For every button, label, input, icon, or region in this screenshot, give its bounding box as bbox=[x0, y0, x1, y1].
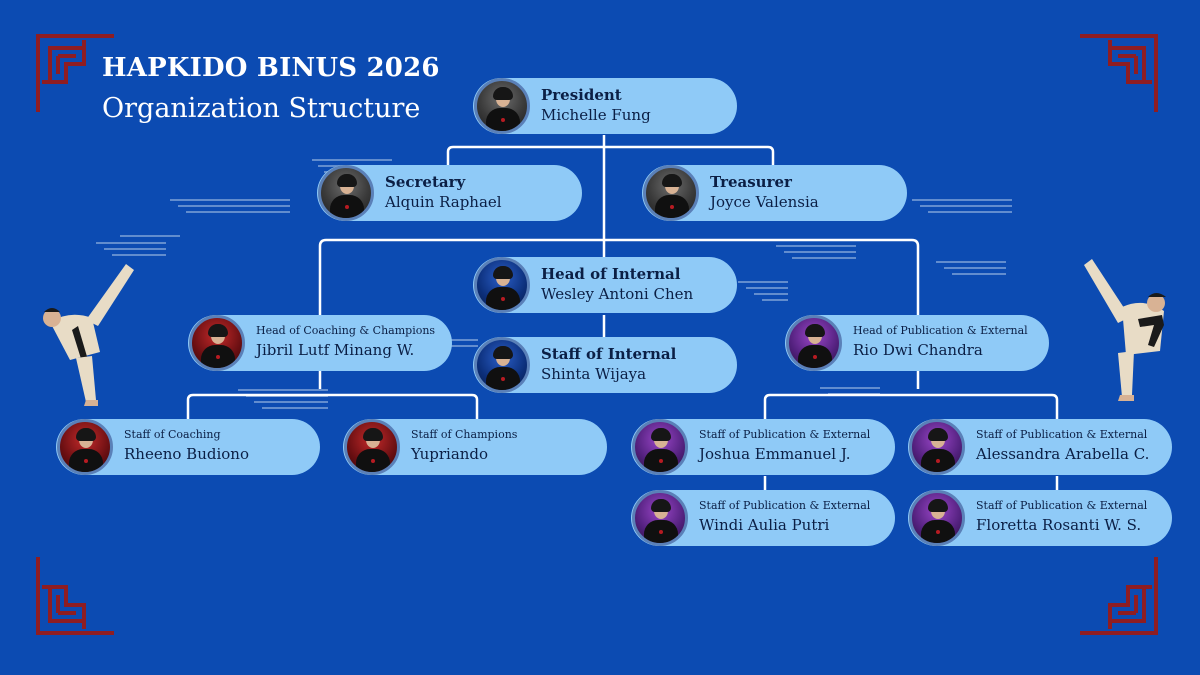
connector-lines bbox=[186, 135, 1059, 490]
member-name: Windi Aulia Putri bbox=[699, 516, 830, 534]
member-role: Staff of Champions bbox=[411, 428, 518, 441]
person-photo-purple bbox=[632, 419, 688, 475]
person-photo-blue bbox=[474, 257, 530, 313]
member-name: Floretta Rosanti W. S. bbox=[976, 516, 1142, 534]
member-role: Staff of Coaching bbox=[124, 428, 221, 441]
member-role: Staff of Internal bbox=[541, 345, 677, 363]
chinese-knot-icon bbox=[36, 557, 114, 635]
member-role: Head of Internal bbox=[541, 265, 681, 283]
member-card-staff-of-coaching: Staff of Coaching Rheeno Budiono bbox=[56, 419, 320, 475]
chinese-knot-icon bbox=[1080, 34, 1158, 112]
member-role: Staff of Publication & External bbox=[699, 428, 871, 441]
member-card-head-of-coaching: Head of Coaching & Champions Jibril Lutf… bbox=[188, 315, 452, 371]
member-role: Staff of Publication & External bbox=[976, 499, 1148, 512]
member-role: Treasurer bbox=[710, 173, 792, 191]
member-name: Alessandra Arabella C. bbox=[976, 445, 1150, 463]
member-card-staff-of-publication: Staff of Publication & External Floretta… bbox=[908, 490, 1172, 546]
member-name: Joyce Valensia bbox=[710, 193, 819, 211]
member-card-head-of-publication: Head of Publication & External Rio Dwi C… bbox=[785, 315, 1049, 371]
chinese-knot-icon bbox=[36, 34, 114, 112]
member-card-staff-of-publication: Staff of Publication & External Joshua E… bbox=[631, 419, 895, 475]
hapkido-kick-illustration bbox=[43, 264, 134, 406]
member-card-staff-of-publication: Staff of Publication & External Windi Au… bbox=[631, 490, 895, 546]
member-name: Shinta Wijaya bbox=[541, 365, 647, 383]
slide-title: HAPKIDO BINUS 2026 bbox=[102, 53, 440, 83]
member-role: Head of Publication & External bbox=[853, 324, 1028, 337]
person-photo-red bbox=[57, 419, 113, 475]
member-name: Rio Dwi Chandra bbox=[853, 341, 983, 359]
member-name: Jibril Lutf Minang W. bbox=[256, 341, 415, 359]
person-photo-purple bbox=[909, 490, 965, 546]
member-name: Michelle Fung bbox=[541, 106, 651, 124]
person-photo-purple bbox=[632, 490, 688, 546]
chinese-knot-icon bbox=[1080, 557, 1158, 635]
person-photo-gray bbox=[474, 78, 530, 134]
person-photo-red bbox=[189, 315, 245, 371]
person-photo-gray bbox=[318, 165, 374, 221]
hapkido-kick-illustration bbox=[1084, 259, 1166, 401]
member-card-head-of-internal: Head of Internal Wesley Antoni Chen bbox=[473, 257, 737, 313]
member-role: Staff of Publication & External bbox=[976, 428, 1148, 441]
member-role: Head of Coaching & Champions bbox=[256, 324, 436, 337]
member-card-staff-of-internal: Staff of Internal Shinta Wijaya bbox=[473, 337, 737, 393]
person-photo-purple bbox=[786, 315, 842, 371]
member-role: Staff of Publication & External bbox=[699, 499, 871, 512]
member-card-treasurer: Treasurer Joyce Valensia bbox=[642, 165, 907, 221]
member-role: President bbox=[541, 86, 622, 104]
member-card-secretary: Secretary Alquin Raphael bbox=[317, 165, 582, 221]
member-name: Rheeno Budiono bbox=[124, 445, 249, 463]
person-photo-purple bbox=[909, 419, 965, 475]
member-card-president: President Michelle Fung bbox=[473, 78, 737, 134]
slide-subtitle: Organization Structure bbox=[102, 93, 421, 124]
person-photo-blue bbox=[474, 337, 530, 393]
member-name: Alquin Raphael bbox=[385, 193, 502, 211]
member-card-staff-of-champions: Staff of Champions Yupriando bbox=[343, 419, 607, 475]
member-name: Joshua Emmanuel J. bbox=[699, 445, 851, 463]
member-card-staff-of-publication: Staff of Publication & External Alessand… bbox=[908, 419, 1172, 475]
member-name: Wesley Antoni Chen bbox=[541, 285, 694, 303]
person-photo-red bbox=[344, 419, 400, 475]
person-photo-gray bbox=[643, 165, 699, 221]
member-name: Yupriando bbox=[411, 445, 489, 463]
member-role: Secretary bbox=[385, 173, 466, 191]
